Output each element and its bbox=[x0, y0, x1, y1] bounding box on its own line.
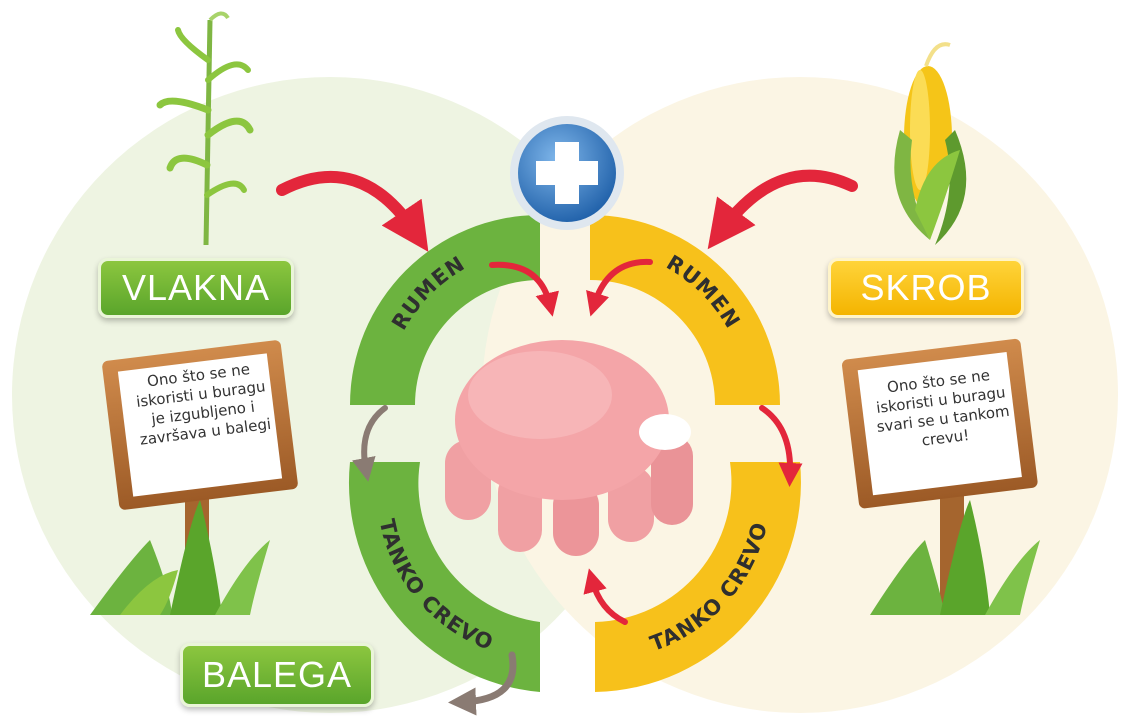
corn-cob-icon bbox=[894, 42, 967, 245]
corn-stalk-icon bbox=[156, 11, 254, 246]
to-balega-arrow bbox=[448, 651, 517, 716]
udder-icon bbox=[445, 340, 693, 556]
rumen-right-to-udder-arrow bbox=[586, 258, 653, 317]
rumen-to-tanko-right-arrow bbox=[759, 405, 803, 487]
rumen-to-tanko-left-arrow bbox=[351, 405, 388, 482]
rumen-left-to-udder-arrow bbox=[489, 261, 559, 317]
right-signpost bbox=[842, 338, 1040, 615]
tanko-crevo-left-segment bbox=[348, 462, 540, 692]
plus-icon bbox=[510, 116, 624, 230]
vlakna-label: VLAKNA bbox=[98, 258, 294, 318]
left-signpost bbox=[90, 340, 298, 615]
starch-in-arrow bbox=[707, 169, 858, 250]
balega-label: BALEGA bbox=[180, 643, 374, 707]
fiber-in-arrow bbox=[276, 170, 429, 252]
skrob-label: SKROB bbox=[828, 258, 1024, 318]
tanko-right-to-udder-arrow bbox=[583, 568, 628, 625]
tanko-crevo-right-segment bbox=[595, 462, 801, 692]
